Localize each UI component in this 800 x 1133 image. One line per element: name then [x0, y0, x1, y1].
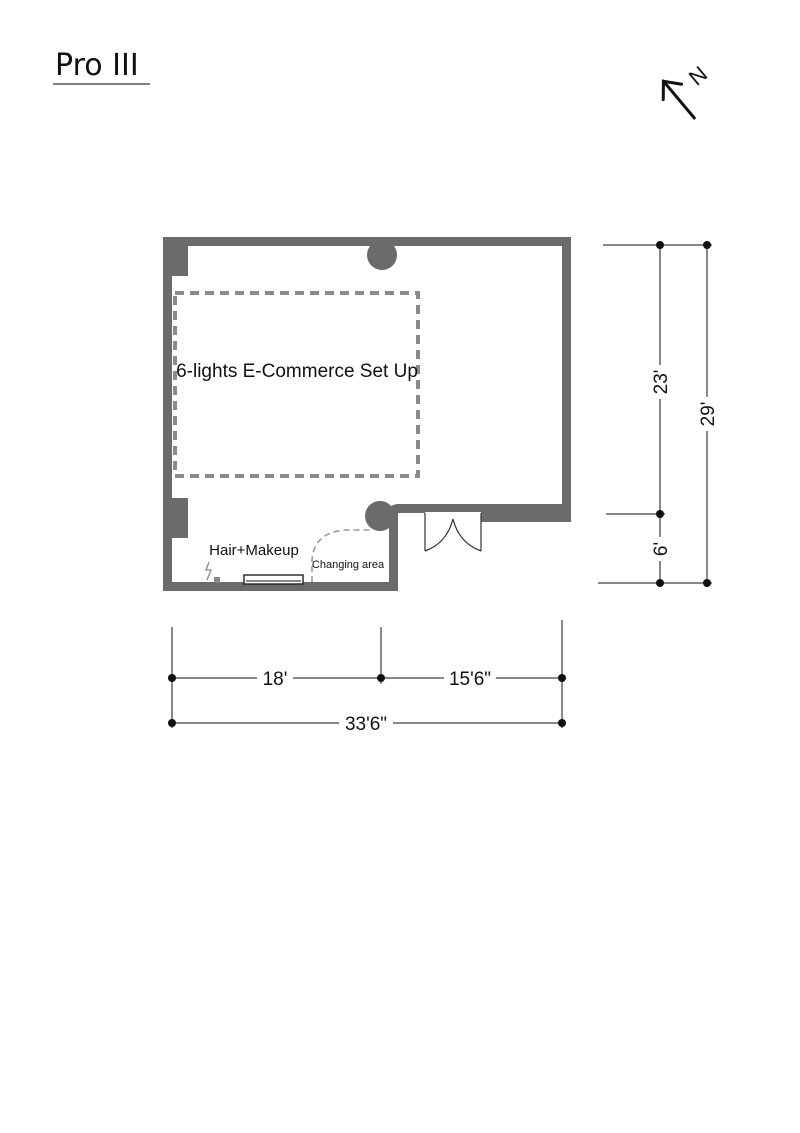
dim-width-right: 15'6" [449, 669, 491, 690]
door-swing-right [452, 518, 482, 552]
horizontal-dimensions [171, 620, 563, 728]
horizontal-dimension-labels: 18' 15'6" 33'6" [257, 668, 496, 735]
door-swing-left [424, 518, 454, 552]
vertical-dimension-labels: 23' 6' 29' [650, 365, 719, 561]
changing-area-label: Changing area [312, 559, 385, 571]
changing-curtain [311, 529, 372, 582]
dim-width-total: 33'6" [345, 714, 387, 735]
column-bottom [365, 501, 395, 531]
power-outlet-icon [214, 577, 220, 583]
hair-makeup-label: Hair+Makeup [209, 542, 299, 559]
lightning-icon [205, 561, 212, 581]
page-title: Pro III [55, 48, 139, 83]
vertical-dimensions [598, 244, 712, 584]
north-arrow-icon [661, 79, 696, 120]
outer-walls [163, 237, 571, 591]
door-opening [425, 512, 481, 524]
dim-height-total: 29' [698, 402, 719, 427]
floor-plan: 6-lights E-Commerce Set Up Changing area… [163, 237, 571, 591]
column-top [367, 240, 397, 270]
horizontal-dimension-dots [168, 674, 566, 727]
dim-height-lower: 6' [651, 542, 672, 556]
left-pillar-top [172, 246, 188, 276]
left-pillar-bottom [172, 498, 188, 538]
set-area-label: 6-lights E-Commerce Set Up [176, 361, 418, 382]
dim-height-upper: 23' [651, 370, 672, 395]
makeup-counter [243, 574, 304, 585]
dim-width-left: 18' [263, 669, 288, 690]
set-area-boundary [173, 291, 420, 478]
north-label: N [684, 61, 712, 90]
vertical-dimension-dots [656, 241, 711, 587]
